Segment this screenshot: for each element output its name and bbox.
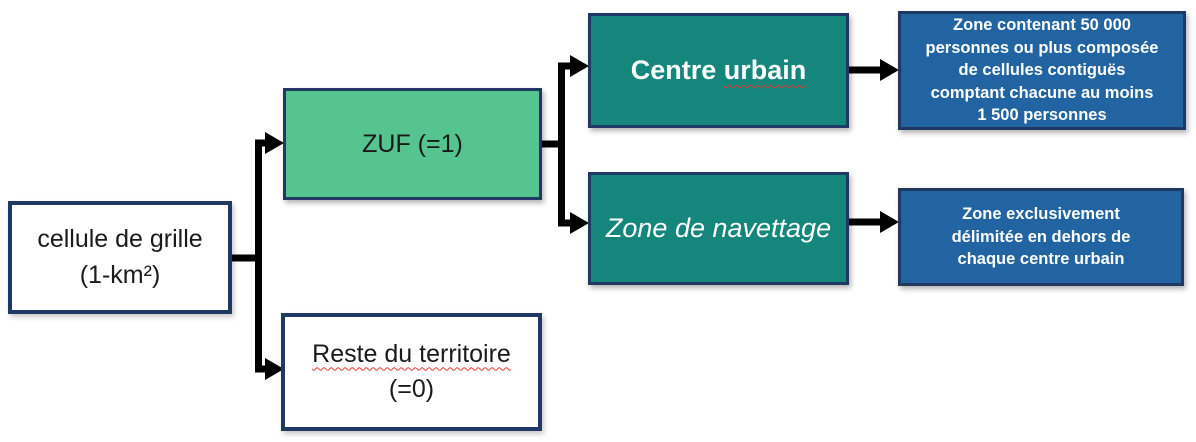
arrowhead-to-zuf-icon bbox=[265, 132, 284, 154]
reste-line1: Reste du territoire bbox=[312, 337, 511, 373]
definition-zone-navettage: Zone exclusivement délimitée en dehors d… bbox=[898, 188, 1184, 286]
definition-line: personnes ou plus composée bbox=[925, 38, 1159, 57]
definition-centre-urbain: Zone contenant 50 000 personnes ou plus … bbox=[898, 11, 1186, 130]
node-cellule-de-grille: cellule de grille (1-km²) bbox=[8, 201, 232, 314]
definition-line: Zone exclusivement bbox=[962, 205, 1120, 224]
node-zone-de-navettage: Zone de navettage bbox=[588, 172, 849, 285]
arrowhead-to-blue-bottom-icon bbox=[880, 211, 899, 233]
cellule-line1: cellule de grille bbox=[37, 225, 203, 253]
definition-line: comptant chacune au moins bbox=[930, 83, 1154, 102]
definition-line: de cellules contiguës bbox=[958, 61, 1126, 80]
connector-cellule-branches bbox=[255, 139, 270, 373]
definition-line: délimitée en dehors de bbox=[951, 227, 1131, 246]
cellule-line2: (1-km²) bbox=[79, 260, 161, 289]
definition-line: 1 500 personnes bbox=[977, 106, 1107, 125]
reste-line1-text: Reste du territoire bbox=[312, 339, 511, 368]
node-zuf: ZUF (=1) bbox=[283, 88, 542, 200]
connector-zuf-branches bbox=[558, 62, 573, 227]
navettage-label: Zone de navettage bbox=[605, 213, 832, 243]
centre-label-word: urbain bbox=[723, 55, 807, 85]
reste-line2: (=0) bbox=[388, 375, 435, 403]
definition-line: chaque centre urbain bbox=[957, 250, 1125, 269]
arrowhead-to-centre-icon bbox=[570, 55, 589, 77]
arrowhead-to-blue-top-icon bbox=[880, 59, 899, 81]
node-reste-du-territoire: Reste du territoire (=0) bbox=[281, 313, 542, 431]
centre-label-prefix: Centre bbox=[630, 55, 724, 85]
node-centre-urbain: Centre urbain bbox=[588, 13, 849, 128]
zuf-label: ZUF (=1) bbox=[362, 129, 463, 158]
definition-line: Zone contenant 50 000 bbox=[953, 16, 1131, 35]
arrowhead-to-navettage-icon bbox=[570, 212, 589, 234]
centre-label: Centre urbain bbox=[631, 55, 807, 86]
